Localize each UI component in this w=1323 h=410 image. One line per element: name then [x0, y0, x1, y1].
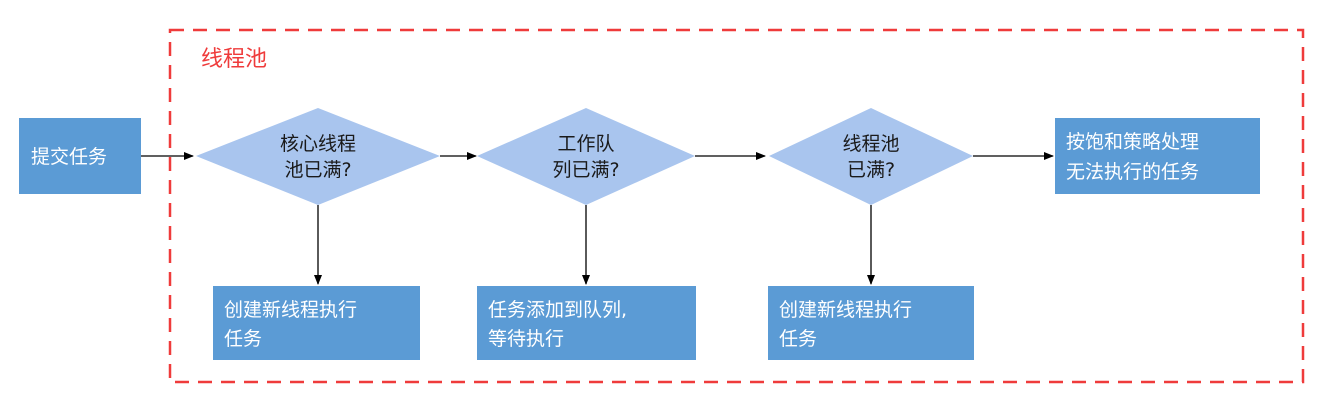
- core-pool-full-decision: 核心线程 池已满?: [196, 108, 440, 205]
- queue-full-label-line2: 列已满?: [552, 159, 619, 181]
- submit-task-label: 提交任务: [31, 146, 107, 168]
- reject-policy-label-line2: 无法执行的任务: [1066, 161, 1199, 183]
- pool-full-label-line2: 已满?: [847, 159, 895, 181]
- create-core-thread-label-line1: 创建新线程执行: [224, 299, 357, 321]
- create-core-thread-label-line2: 任务: [224, 328, 262, 350]
- enqueue-task-label-line2: 等待执行: [488, 328, 564, 350]
- queue-full-decision: 工作队 列已满?: [477, 108, 695, 205]
- pool-full-label-line1: 线程池: [842, 133, 899, 155]
- core-pool-full-label-line1: 核心线程: [280, 133, 356, 155]
- core-pool-full-label-line2: 池已满?: [284, 159, 351, 181]
- queue-full-label-line1: 工作队: [557, 133, 614, 155]
- enqueue-task-box: 任务添加到队列, 等待执行: [477, 286, 696, 360]
- thread-pool-boundary: [168, 28, 1305, 384]
- create-extra-thread-label-line1: 创建新线程执行: [779, 299, 912, 321]
- reject-policy-label-line1: 按饱和策略处理: [1066, 131, 1199, 153]
- pool-full-decision: 线程池 已满?: [769, 108, 973, 205]
- create-extra-thread-box: 创建新线程执行 任务: [768, 286, 974, 360]
- enqueue-task-label-line1: 任务添加到队列,: [488, 299, 627, 321]
- create-core-thread-box: 创建新线程执行 任务: [213, 286, 420, 360]
- create-extra-thread-label-line2: 任务: [779, 328, 817, 350]
- submit-task-box: 提交任务: [19, 118, 141, 194]
- reject-policy-box: 按饱和策略处理 无法执行的任务: [1055, 118, 1260, 194]
- pool-title: 线程池: [201, 47, 267, 72]
